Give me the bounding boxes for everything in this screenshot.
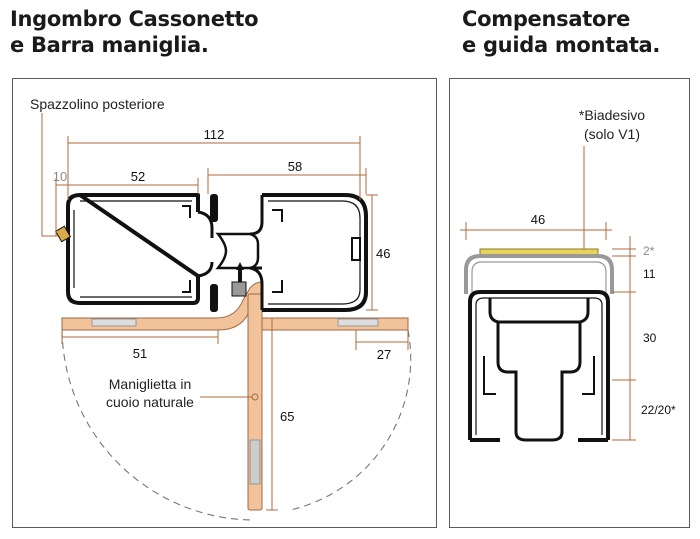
brush-seal	[210, 284, 218, 312]
right-title-line2: e guida montata.	[462, 33, 661, 57]
dim-112: 112	[204, 127, 225, 142]
rotation-arc-right	[289, 329, 412, 511]
dim-58: 58	[288, 159, 302, 174]
handle-rivet	[251, 393, 259, 401]
central-connector	[215, 232, 260, 270]
right-title: Compensatore e guida montata.	[462, 6, 660, 58]
grey-insert	[249, 439, 261, 485]
left-title-line2: e Barra maniglia.	[10, 33, 209, 57]
rotation-arc	[61, 329, 253, 521]
grey-insert	[91, 318, 137, 327]
grey-insert	[337, 318, 379, 327]
dim-27: 27	[377, 347, 391, 362]
brush-seal	[210, 194, 218, 222]
cassette-profile-right	[262, 193, 368, 312]
label-handle-line1: Maniglietta in	[109, 376, 192, 392]
left-title: Ingombro Cassonetto e Barra maniglia.	[10, 6, 259, 58]
dim-10: 10	[53, 169, 67, 184]
label-handle-line2: cuoio naturale	[106, 394, 194, 410]
dim-65: 65	[280, 409, 294, 424]
rear-brush	[54, 225, 72, 243]
label-rear-brush: Spazzolino posteriore	[30, 96, 165, 112]
dim-46: 46	[376, 246, 390, 261]
dim-51: 51	[133, 346, 147, 361]
right-title-line1: Compensatore	[462, 7, 631, 31]
leather-strip-right	[261, 317, 409, 331]
dim-52: 52	[131, 169, 145, 184]
left-title-line1: Ingombro Cassonetto	[10, 7, 259, 31]
cassette-profile-left	[66, 193, 200, 305]
